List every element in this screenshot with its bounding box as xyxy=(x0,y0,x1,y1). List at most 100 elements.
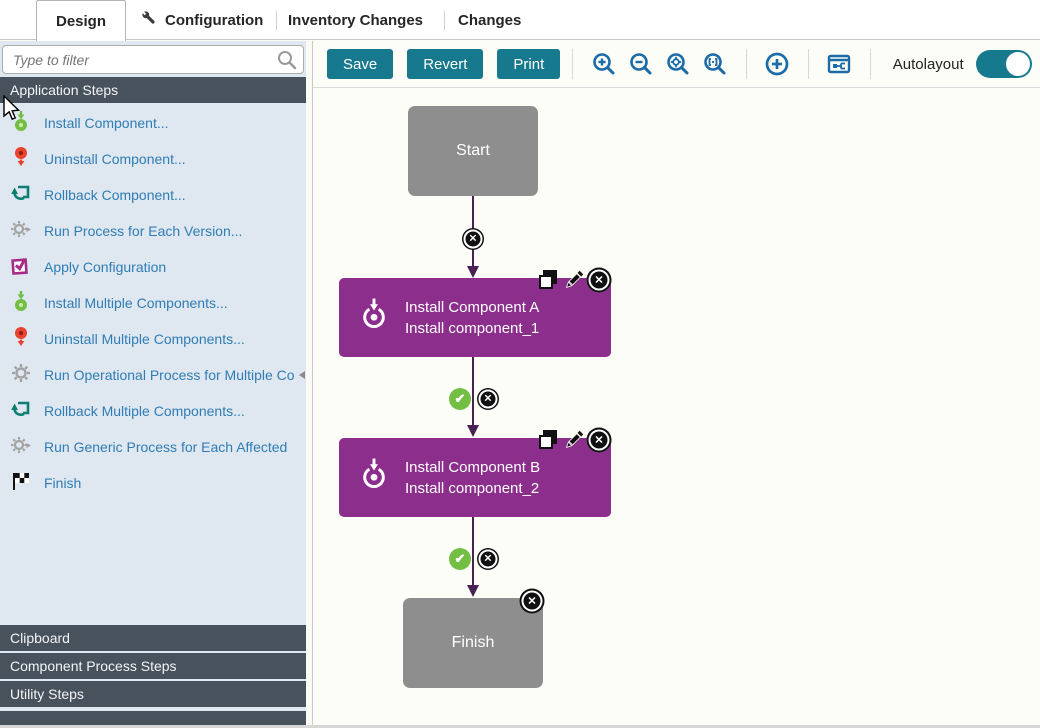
install-step-icon xyxy=(357,458,391,497)
palette-item-label: Finish xyxy=(44,475,82,491)
palette-item-label: Rollback Multiple Components... xyxy=(44,403,245,419)
add-step-icon[interactable] xyxy=(763,49,792,79)
palette-item-label: Run Operational Process for Multiple Co xyxy=(44,367,295,383)
section-header-component-process-steps[interactable]: Component Process Steps xyxy=(0,653,306,679)
edge-success-condition-icon[interactable]: ✔ xyxy=(449,388,471,410)
tab-configuration[interactable]: Configuration xyxy=(140,0,263,40)
node-subtitle: Install component_2 xyxy=(405,479,540,497)
tab-changes-label: Changes xyxy=(458,11,522,29)
toolbar-separator xyxy=(745,49,747,79)
palette-item-install-component[interactable]: Install Component... xyxy=(0,105,306,141)
toggle-knob xyxy=(1005,52,1030,76)
zoom-actual-icon[interactable] xyxy=(701,49,730,79)
truncation-marker-icon xyxy=(299,371,305,379)
zoom-out-icon[interactable] xyxy=(626,49,655,79)
palette-item-run-process-each-version[interactable]: Run Process for Each Version... xyxy=(0,213,306,249)
node-finish[interactable]: Finish xyxy=(403,598,543,688)
tab-design[interactable]: Design xyxy=(36,0,126,41)
palette-item-uninstall-component[interactable]: Uninstall Component... xyxy=(0,141,306,177)
node-start-label: Start xyxy=(456,142,490,159)
delete-step-icon[interactable]: ✕ xyxy=(586,427,612,453)
section-header-clipboard[interactable]: Clipboard xyxy=(0,625,306,651)
bottom-scroll-strip[interactable] xyxy=(0,725,1040,728)
palette-item-label: Uninstall Multiple Components... xyxy=(44,331,245,347)
search-icon xyxy=(276,49,298,76)
zoom-fit-icon[interactable] xyxy=(663,49,692,79)
tab-inventory-changes-label: Inventory Changes xyxy=(288,11,424,29)
rollback-icon xyxy=(10,182,32,209)
copy-step-icon[interactable] xyxy=(536,268,560,292)
sidebar-canvas-divider xyxy=(306,41,313,728)
toolbar-separator xyxy=(572,49,574,79)
install-component-icon xyxy=(10,290,32,317)
section-header-label: Utility Steps xyxy=(10,686,84,702)
palette-item-label: Uninstall Component... xyxy=(44,151,186,167)
palette-item-rollback-component[interactable]: Rollback Component... xyxy=(0,177,306,213)
palette-item-label: Apply Configuration xyxy=(44,259,167,275)
node-start[interactable]: Start xyxy=(408,106,538,196)
palette-item-label: Rollback Component... xyxy=(44,187,186,203)
toolbar-separator xyxy=(869,49,871,79)
delete-step-icon[interactable]: ✕ xyxy=(586,267,612,293)
uninstall-component-icon xyxy=(10,326,32,353)
node-title: Install Component B xyxy=(405,458,541,476)
palette-item-label: Install Component... xyxy=(44,115,169,131)
node-text: Install Component B Install component_2 xyxy=(405,457,540,499)
process-diagram[interactable]: Start ✕ Install Component A Install comp… xyxy=(313,88,1040,728)
toolbar-separator xyxy=(807,49,809,79)
wrench-icon xyxy=(140,9,158,31)
edit-step-icon[interactable] xyxy=(562,268,586,292)
tab-configuration-label: Configuration xyxy=(165,11,264,29)
gear-play-icon xyxy=(10,218,32,245)
autolayout-toggle[interactable] xyxy=(975,50,1032,78)
palette-item-uninstall-multiple[interactable]: Uninstall Multiple Components... xyxy=(0,321,306,357)
palette-item-install-multiple[interactable]: Install Multiple Components... xyxy=(0,285,306,321)
node-title: Install Component A xyxy=(405,298,540,316)
section-header-application-steps[interactable]: Application Steps xyxy=(0,77,306,103)
uninstall-component-icon xyxy=(10,146,32,173)
edge-delete-icon[interactable]: ✕ xyxy=(463,229,483,249)
palette-item-rollback-multiple[interactable]: Rollback Multiple Components... xyxy=(0,393,306,429)
filter-input[interactable] xyxy=(2,45,304,74)
tab-changes[interactable]: Changes xyxy=(458,0,521,40)
save-button[interactable]: Save xyxy=(327,49,394,79)
filter-input-wrap xyxy=(2,45,304,74)
edge-success-condition-icon[interactable]: ✔ xyxy=(449,548,471,570)
palette-item-label: Run Process for Each Version... xyxy=(44,223,243,239)
zoom-in-icon[interactable] xyxy=(589,49,618,79)
gear-play-icon xyxy=(10,434,32,461)
palette-item-run-operational-process[interactable]: Run Operational Process for Multiple Co xyxy=(0,357,306,393)
canvas-toolbar: Save Revert Print Autolayout xyxy=(313,41,1040,88)
delete-step-icon[interactable]: ✕ xyxy=(519,588,545,614)
rollback-icon xyxy=(10,398,32,425)
install-step-icon xyxy=(357,298,391,337)
properties-panel-icon[interactable] xyxy=(825,49,854,79)
section-header-label: Application Steps xyxy=(10,82,119,98)
section-header-label: Component Process Steps xyxy=(10,658,177,674)
tab-separator xyxy=(444,11,445,30)
tab-separator xyxy=(276,11,277,30)
application-steps-list: Install Component... Uninstall Component… xyxy=(0,105,306,501)
palette-item-apply-configuration[interactable]: Apply Configuration xyxy=(0,249,306,285)
tab-bar: Design Configuration Inventory Changes C… xyxy=(0,0,1040,41)
print-button[interactable]: Print xyxy=(497,49,561,79)
node-text: Install Component A Install component_1 xyxy=(405,297,539,339)
edge-delete-icon[interactable]: ✕ xyxy=(478,549,498,569)
edge-delete-icon[interactable]: ✕ xyxy=(478,389,498,409)
tab-inventory-changes[interactable]: Inventory Changes xyxy=(288,0,423,40)
autolayout-label: Autolayout xyxy=(892,55,964,73)
finish-flag-icon xyxy=(10,470,32,497)
edit-step-icon[interactable] xyxy=(562,428,586,452)
palette-item-finish[interactable]: Finish xyxy=(0,465,306,501)
process-canvas-pane: Save Revert Print Autolayout xyxy=(313,41,1040,728)
tab-design-label: Design xyxy=(55,12,106,30)
section-header-partial[interactable] xyxy=(0,711,306,726)
node-install-component-a[interactable]: Install Component A Install component_1 xyxy=(339,278,611,357)
copy-step-icon[interactable] xyxy=(536,428,560,452)
node-install-component-b[interactable]: Install Component B Install component_2 xyxy=(339,438,611,517)
palette-item-run-generic-process[interactable]: Run Generic Process for Each Affected xyxy=(0,429,306,465)
section-header-utility-steps[interactable]: Utility Steps xyxy=(0,681,306,707)
node-finish-label: Finish xyxy=(451,634,495,651)
revert-button[interactable]: Revert xyxy=(407,49,484,79)
